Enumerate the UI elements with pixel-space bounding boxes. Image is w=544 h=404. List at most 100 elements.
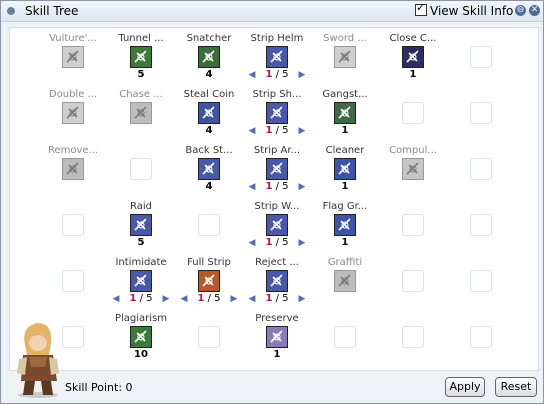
skill-name: Raid (130, 201, 152, 212)
decrease-level-icon[interactable]: ◀ (180, 294, 188, 304)
increase-level-icon[interactable]: ▶ (298, 182, 306, 192)
empty-skill-slot (198, 326, 220, 348)
skill-name: Remove... (47, 145, 99, 156)
empty-skill-slot (130, 158, 152, 180)
increase-level-icon[interactable]: ▶ (162, 294, 170, 304)
skill-name: Intimidate (115, 257, 167, 268)
skill-name: Strip Sh... (252, 89, 302, 100)
skill-name: Snatcher (186, 33, 232, 44)
skill-level: 1 (273, 349, 281, 360)
back-stab-icon[interactable] (198, 158, 220, 180)
decrease-level-icon[interactable]: ◀ (248, 294, 256, 304)
increase-level-icon[interactable]: ▶ (298, 238, 306, 248)
level-stepper: ◀ 1 / 5 ▶ (106, 293, 176, 304)
intimidate-icon[interactable] (130, 270, 152, 292)
plagiarism-icon[interactable] (130, 326, 152, 348)
current-level: 1 (265, 293, 273, 304)
steal-coin-icon[interactable] (198, 102, 220, 124)
strip-armor-icon[interactable] (266, 158, 288, 180)
apply-button[interactable]: Apply (445, 377, 485, 397)
skill-name: Preserve (255, 313, 299, 324)
decrease-level-icon[interactable]: ◀ (248, 182, 256, 192)
checkbox-icon[interactable] (415, 1, 427, 16)
skill-name: Gangst... (322, 89, 368, 100)
compulsion-discount-icon[interactable] (402, 158, 424, 180)
max-level: / 5 (275, 125, 289, 136)
vultures-eye-icon[interactable] (62, 46, 84, 68)
max-level: / 5 (139, 293, 153, 304)
level-stepper: ◀ 1 / 5 ▶ (242, 293, 312, 304)
increase-level-icon[interactable]: ▶ (298, 294, 306, 304)
skill-level: 1 (341, 125, 349, 136)
minimize-icon[interactable]: ⊖ (515, 5, 526, 16)
skill-name: Steal Coin (183, 89, 235, 100)
skill-level: 1 (341, 181, 349, 192)
max-level: / 5 (275, 181, 289, 192)
max-level: / 5 (207, 293, 221, 304)
flag-graffiti-icon[interactable] (334, 214, 356, 236)
current-level: 1 (197, 293, 205, 304)
decrease-level-icon[interactable]: ◀ (248, 126, 256, 136)
strip-weapon-icon[interactable] (266, 214, 288, 236)
graffiti-icon[interactable] (334, 270, 356, 292)
skill-level: 4 (205, 69, 213, 80)
reset-button[interactable]: Reset (495, 377, 537, 397)
decrease-level-icon[interactable]: ◀ (112, 294, 120, 304)
empty-skill-slot (402, 326, 424, 348)
skill-point-label: Skill Point: 0 (65, 381, 133, 394)
preserve-icon[interactable] (266, 326, 288, 348)
skill-name: Cleaner (325, 145, 365, 156)
gangster-paradise-icon[interactable] (334, 102, 356, 124)
level-stepper: ◀ 1 / 5 ▶ (242, 181, 312, 192)
skill-name: Full Strip (187, 257, 231, 268)
current-level: 1 (265, 69, 273, 80)
skill-level: 4 (205, 125, 213, 136)
increase-level-icon[interactable]: ▶ (230, 294, 238, 304)
reject-sword-icon[interactable] (266, 270, 288, 292)
current-level: 1 (265, 181, 273, 192)
skill-name: Vulture'... (49, 33, 97, 44)
skill-grid-panel (9, 27, 539, 371)
level-stepper: ◀ 1 / 5 ▶ (174, 293, 244, 304)
skill-level: 4 (205, 181, 213, 192)
double-strafe-icon[interactable] (62, 102, 84, 124)
current-level: 1 (265, 237, 273, 248)
skill-name: Close C... (389, 33, 437, 44)
level-stepper: ◀ 1 / 5 ▶ (242, 125, 312, 136)
raid-icon[interactable] (130, 214, 152, 236)
skill-name: Back St... (185, 145, 233, 156)
empty-skill-slot (198, 214, 220, 236)
close-icon[interactable]: ✕ (529, 5, 540, 16)
view-skill-info-checkbox[interactable]: View Skill Info (415, 1, 514, 18)
skill-name: Chase ... (119, 89, 163, 100)
sword-mastery-icon[interactable] (334, 46, 356, 68)
remove-trap-icon[interactable] (62, 158, 84, 180)
increase-level-icon[interactable]: ▶ (298, 126, 306, 136)
skill-level: 5 (137, 237, 145, 248)
increase-level-icon[interactable]: ▶ (298, 70, 306, 80)
skill-name: Reject ... (255, 257, 299, 268)
empty-skill-slot (470, 102, 492, 124)
strip-shield-icon[interactable] (266, 102, 288, 124)
decrease-level-icon[interactable]: ◀ (248, 238, 256, 248)
title-bar[interactable]: Skill Tree View Skill Info ⊖ ✕ (1, 1, 543, 22)
snatcher-icon[interactable] (198, 46, 220, 68)
skill-name: Double ... (48, 89, 98, 100)
strip-helm-icon[interactable] (266, 46, 288, 68)
tunnel-drive-icon[interactable] (130, 46, 152, 68)
full-strip-icon[interactable] (198, 270, 220, 292)
skill-name: Graffiti (327, 257, 363, 268)
cleaner-icon[interactable] (334, 158, 356, 180)
skill-name: Sword ... (323, 33, 367, 44)
close-confine-icon[interactable] (402, 46, 424, 68)
empty-skill-slot (402, 102, 424, 124)
empty-skill-slot (62, 214, 84, 236)
window-icon (7, 7, 15, 15)
character-avatar (17, 323, 59, 398)
decrease-level-icon[interactable]: ◀ (248, 70, 256, 80)
view-skill-info-label: View Skill Info (430, 4, 514, 18)
empty-skill-slot (334, 326, 356, 348)
chase-walk-icon[interactable] (130, 102, 152, 124)
empty-skill-slot (470, 326, 492, 348)
